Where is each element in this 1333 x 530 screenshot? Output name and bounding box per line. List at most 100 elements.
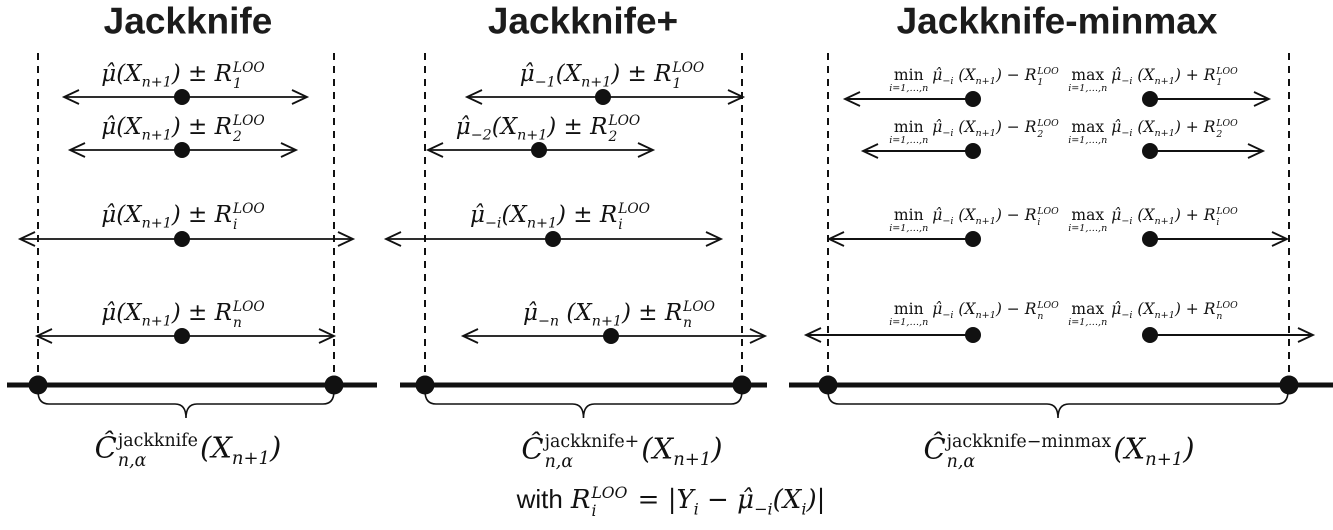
panel-title-jackknife-minmax: Jackknife-minmax [896,0,1218,42]
mu-sub: −i [1121,216,1133,228]
mu-sub: −2 [470,127,492,144]
x-sub: n+1 [975,216,996,228]
x-sub: n+1 [517,127,548,144]
mu-hat: μ̂ [932,65,943,84]
R-sup: LOO [232,113,265,130]
x-sub: n+1 [141,215,172,232]
minus-R: ) − R [995,299,1037,318]
mu-hat: μ̂ [470,202,485,229]
x-arg: (X [1132,117,1155,136]
mu-hat: μ̂ [1111,205,1122,224]
R-sub: n [232,315,242,332]
R-sup: LOO [232,60,265,77]
mu-hat: μ̂ [101,202,117,229]
prediction-point-dot [603,328,619,344]
plusminus-R: ) ± R [171,114,232,141]
mu-sub: −i [1121,128,1133,140]
underbrace [37,390,335,419]
arg-sub: n+1 [1145,449,1184,471]
plusminus-R: ) ± R [171,300,232,327]
x-arg: (X [953,299,976,318]
prediction-point-dot [174,89,190,105]
mu-hat: μ̂ [101,61,117,88]
R-sub: i [232,217,238,234]
interval-endpoint-dot [732,375,752,395]
prediction-point-dot [965,327,981,343]
R-sup: LOO [672,60,705,77]
R: R [570,485,591,516]
x-sub: n+1 [581,74,612,91]
arrowhead-left-icon [464,89,483,105]
x-arg: (X [116,300,142,327]
plusminus-R: ) ± R [171,61,232,88]
x-sub: n+1 [1154,76,1175,88]
prediction-point-dot [965,91,981,107]
R-sup: LOO [618,201,650,218]
prediction-point-dot [531,142,547,158]
arrowhead-left-icon [842,91,861,107]
C-hat: Ĉ [521,431,544,466]
close-paren: ) [1183,431,1195,466]
R-sub: i [618,217,623,234]
arrowhead-right-icon [1297,327,1316,343]
arrowhead-left-icon [67,142,86,158]
arrowhead-left-icon [17,231,36,247]
prediction-point-dot [174,142,190,158]
mu-sub: −i [754,499,773,519]
x-sub: n+1 [141,127,172,144]
x-arg: (X [555,61,582,88]
R-sup: LOO [683,299,715,316]
mu-sub: −i [484,215,502,232]
mu-hat: μ̂ [932,117,943,136]
mu-hat: μ̂ [101,114,117,141]
x-arg: (X [1132,65,1155,84]
x-arg: (X [491,114,518,141]
plus-R: ) + R [1174,117,1216,136]
x-arg: (X [953,65,976,84]
prediction-point-dot [174,231,190,247]
mu-hat: μ̂ [1111,299,1122,318]
x-arg: (X [1132,205,1155,224]
prediction-point-dot [1142,143,1158,159]
arrowhead-right-icon [637,142,656,158]
R-sub: 2 [232,129,242,146]
plus-R: ) + R [1174,299,1216,318]
x-sub: n+1 [1154,216,1175,228]
x-arg: (X [116,114,142,141]
mu-sub: −i [942,128,954,140]
minus-R: ) − R [995,65,1037,84]
arrowhead-left-icon [34,328,53,344]
arg: (X [199,430,232,465]
arrowhead-left-icon [460,328,479,344]
mu-hat: μ̂ [932,205,943,224]
mu-hat: μ̂ [101,300,117,327]
prediction-point-dot [174,328,190,344]
plusminus-R: ) ± R [557,202,618,229]
interval-endpoint-dot [28,375,48,395]
